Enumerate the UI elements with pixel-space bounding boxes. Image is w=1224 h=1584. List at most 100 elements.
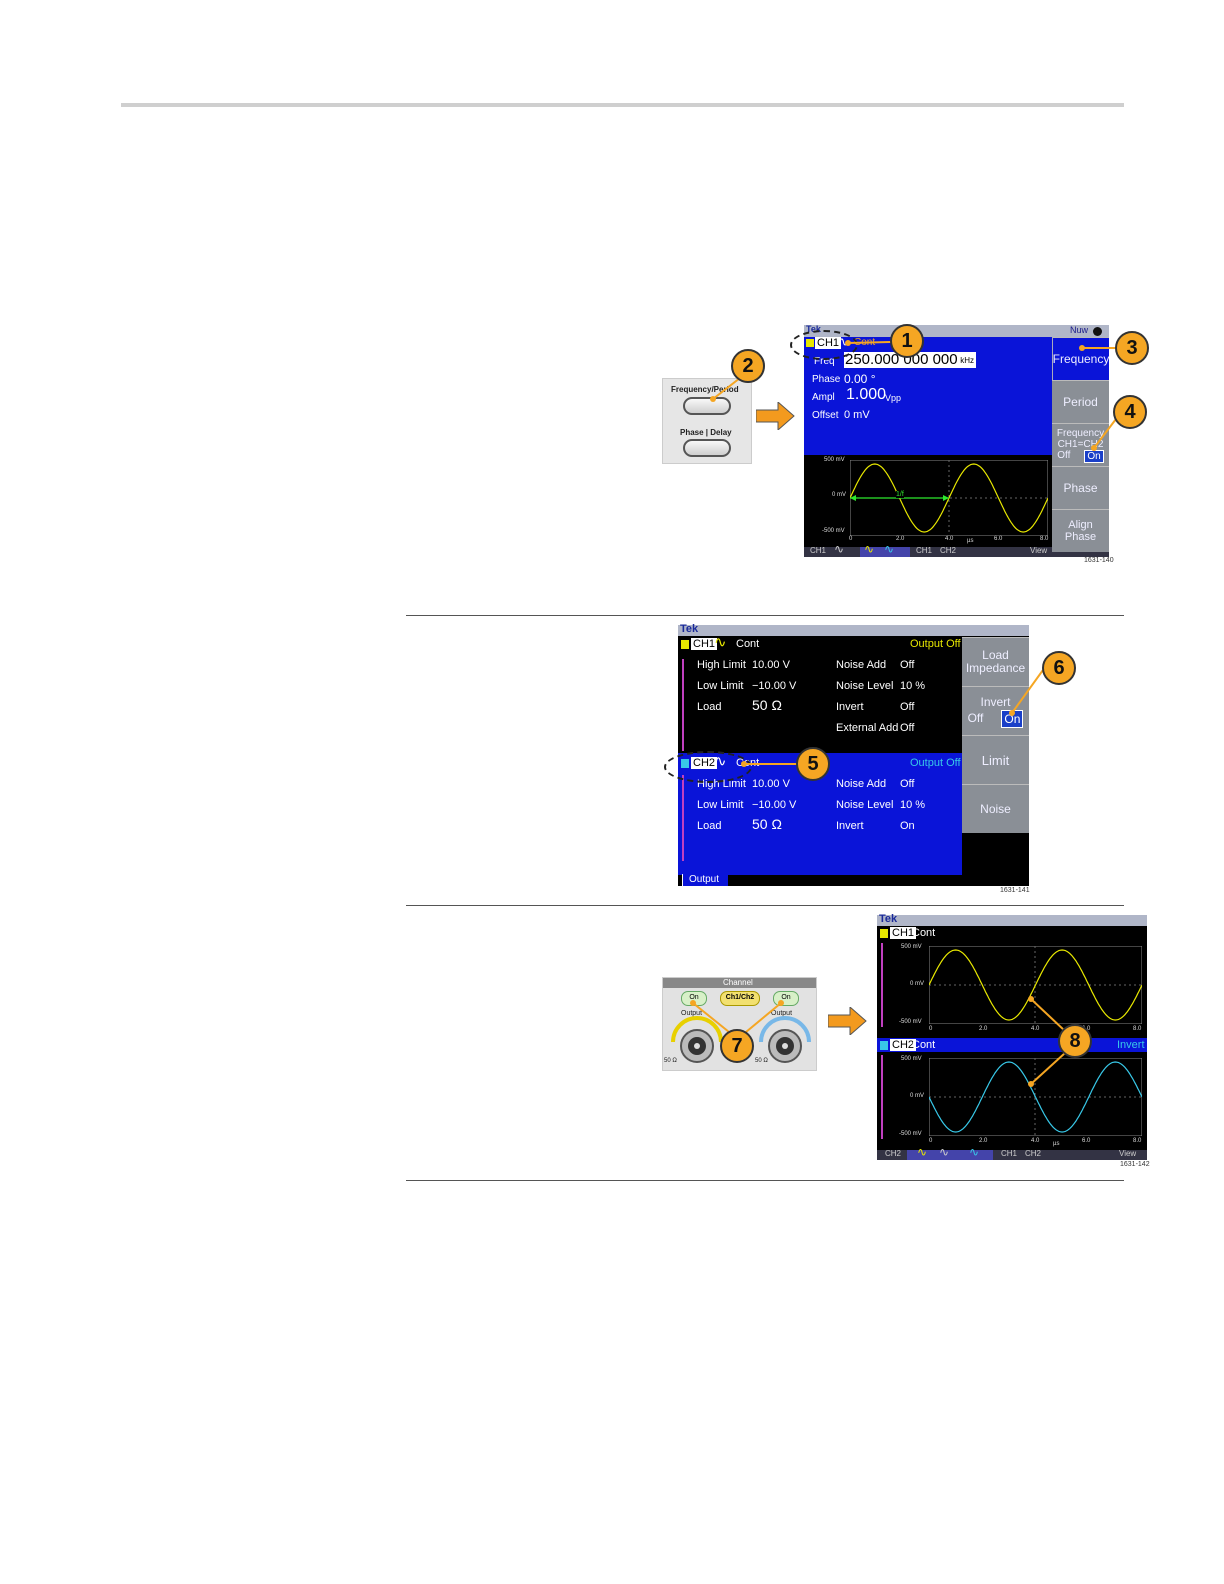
ch1-y-tick-top: 500 mV bbox=[901, 944, 922, 950]
ch1-x-tick-4: 8.0 bbox=[1133, 1026, 1142, 1032]
ch1-mode: Cont bbox=[736, 638, 760, 650]
softkey-frequency[interactable]: Frequency bbox=[1052, 337, 1109, 380]
tab-output[interactable]: Output bbox=[682, 874, 728, 886]
tab-ch2[interactable]: CH2 bbox=[1025, 1149, 1042, 1158]
softkey-align-phase[interactable]: Align Phase bbox=[1052, 509, 1109, 552]
y-tick-top: 500 mV bbox=[824, 457, 845, 463]
phase-delay-button[interactable] bbox=[683, 439, 731, 457]
ch1-color-square bbox=[880, 929, 888, 938]
softkey-load-impedance[interactable]: Load Impedance bbox=[962, 637, 1029, 686]
ch2-x-tick-0: 0 bbox=[929, 1138, 933, 1144]
tab-ch1-left[interactable]: CH1 bbox=[810, 546, 827, 555]
ch-select-button[interactable]: Ch1/Ch2 bbox=[720, 991, 760, 1006]
highlight-ellipse bbox=[664, 751, 752, 783]
ch2-noise-add: Off bbox=[900, 778, 915, 790]
phase-value: 0.00 ° bbox=[844, 372, 876, 386]
ch2-low-limit: −10.00 V bbox=[752, 799, 797, 811]
divider-2 bbox=[406, 905, 1124, 906]
ch2-y-tick-bot: -500 mV bbox=[899, 1131, 922, 1137]
ch2-x-tick-2: 4.0 bbox=[1031, 1138, 1040, 1144]
y-tick-bot: -500 mV bbox=[822, 528, 845, 534]
waveform-plot-ch1 bbox=[929, 946, 1142, 1024]
softkey-noise[interactable]: Noise bbox=[962, 784, 1029, 833]
ch1-x-tick-0: 0 bbox=[929, 1026, 933, 1032]
ch1-x-tick-1: 2.0 bbox=[979, 1026, 988, 1032]
softkey-period[interactable]: Period bbox=[1052, 380, 1109, 423]
x-unit: µs bbox=[967, 538, 974, 544]
freq-input[interactable]: 250.000 000 000 kHz bbox=[844, 351, 976, 368]
ampl-unit: Vpp bbox=[885, 393, 902, 403]
ch1-high-limit-label: High Limit bbox=[697, 659, 746, 671]
ch1-mode: Cont bbox=[912, 927, 936, 939]
ch1-status: Output Off bbox=[910, 638, 961, 650]
freq-value: 250.000 000 000 bbox=[845, 351, 958, 368]
freq-label: Freq bbox=[814, 356, 835, 367]
ch2-status: Output Off bbox=[910, 757, 961, 769]
tab-view[interactable]: View bbox=[1030, 546, 1048, 555]
ch1-low-limit-label: Low Limit bbox=[697, 680, 744, 692]
bnc-connector-icon bbox=[759, 1016, 811, 1063]
header-rule bbox=[121, 103, 1124, 107]
callout-2: 2 bbox=[731, 349, 765, 383]
callout-3: 3 bbox=[1115, 331, 1149, 365]
output-label-left: Output bbox=[681, 1010, 703, 1017]
ch1-high-limit: 10.00 V bbox=[752, 659, 790, 671]
divider-1 bbox=[406, 615, 1124, 616]
right-arrow-icon bbox=[828, 1007, 867, 1035]
freq-unit: kHz bbox=[960, 356, 974, 365]
ch1-ext-add: Off bbox=[900, 722, 915, 734]
callout-5: 5 bbox=[796, 747, 830, 781]
callout-1: 1 bbox=[890, 324, 924, 358]
ch2-y-tick-top: 500 mV bbox=[901, 1056, 922, 1062]
ch1-x-tick-2: 4.0 bbox=[1031, 1026, 1040, 1032]
ch2-status: Invert bbox=[1117, 1039, 1145, 1051]
ch1-noise-add-label: Noise Add bbox=[836, 659, 887, 671]
status-text: Nuw bbox=[1070, 325, 1089, 335]
ch1-low-limit: −10.00 V bbox=[752, 680, 797, 692]
waveform-plot-ch2 bbox=[929, 1058, 1142, 1136]
ch2-color-square bbox=[880, 1041, 888, 1050]
ch1-invert-label: Invert bbox=[836, 701, 864, 713]
ch1-tag: CH1 bbox=[890, 927, 917, 939]
ohm-label-left: 50 Ω bbox=[664, 1058, 677, 1064]
tab-ch1[interactable]: CH1 bbox=[1001, 1149, 1018, 1158]
x-tick-4: 8.0 bbox=[1040, 536, 1049, 542]
softkey-phase[interactable]: Phase bbox=[1052, 466, 1109, 509]
ch2-low-limit-label: Low Limit bbox=[697, 799, 744, 811]
ch2-y-tick-mid: 0 mV bbox=[910, 1093, 925, 1099]
ch1-load-label: Load bbox=[697, 701, 722, 713]
ch2-high-limit: 10.00 V bbox=[752, 778, 790, 790]
ch1-tag: CH1 bbox=[691, 638, 718, 650]
ch2-invert: On bbox=[900, 820, 915, 832]
tab-view[interactable]: View bbox=[1119, 1149, 1137, 1158]
phase-delay-label: Phase | Delay bbox=[680, 428, 732, 437]
freq-period-button[interactable] bbox=[683, 397, 731, 415]
softkey-limit[interactable]: Limit bbox=[962, 735, 1029, 784]
offset-label: Offset bbox=[812, 410, 839, 421]
ampl-label: Ampl bbox=[812, 392, 835, 403]
sine-icon: ∿ bbox=[969, 1145, 980, 1159]
brand-logo: Tek bbox=[680, 623, 699, 635]
figure-id-141: 1631-141 bbox=[1000, 887, 1030, 894]
tab-ch2-left[interactable]: CH2 bbox=[885, 1149, 902, 1158]
tab-ch1[interactable]: CH1 bbox=[916, 546, 933, 555]
sine-icon: ∿ bbox=[714, 634, 727, 651]
status-dot-icon bbox=[1093, 327, 1102, 336]
ch2-load-label: Load bbox=[697, 820, 722, 832]
x-tick-2: 4.0 bbox=[945, 536, 954, 542]
callout-7: 7 bbox=[720, 1029, 754, 1063]
ch1-invert: Off bbox=[900, 701, 915, 713]
front-panel-freq-buttons: Frequency/Period Phase | Delay bbox=[662, 378, 752, 464]
ch2-mode: Cont bbox=[912, 1039, 936, 1051]
tab-ch2[interactable]: CH2 bbox=[940, 546, 957, 555]
divider-3 bbox=[406, 1180, 1124, 1181]
sine-icon: ∿ bbox=[917, 1145, 928, 1159]
ch2-x-tick-3: 6.0 bbox=[1082, 1138, 1091, 1144]
ohm-label-right: 50 Ω bbox=[755, 1058, 768, 1064]
callout-6: 6 bbox=[1042, 651, 1076, 685]
